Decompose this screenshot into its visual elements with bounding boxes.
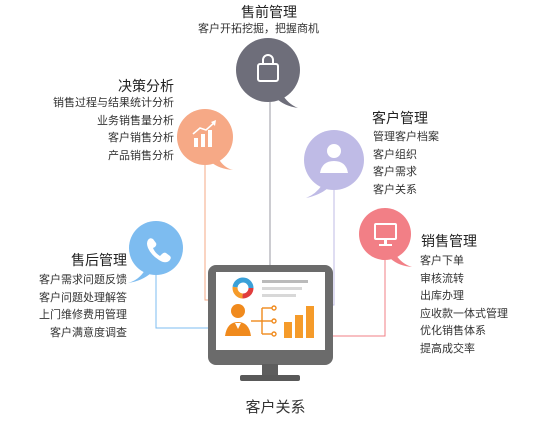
branch-graphic	[251, 305, 277, 337]
presale-item: 客户开拓挖掘，把握商机	[198, 22, 319, 35]
aftersale-item: 客户问题处理解答	[39, 290, 127, 304]
customer-item: 客户组织	[373, 147, 417, 161]
sales-item: 审核流转	[420, 271, 464, 285]
decision-list: 销售过程与结果统计分析 业务销售量分析 客户销售分析 产品销售分析	[0, 94, 174, 164]
sales-bubble	[359, 208, 412, 267]
monitor-icon	[374, 223, 397, 246]
customer-list: 管理客户档案 客户组织 客户需求 客户关系	[373, 128, 439, 198]
customer-item: 客户需求	[373, 165, 417, 178]
aftersale-item: 客户满意度调查	[50, 325, 127, 339]
sales-title: 销售管理	[421, 234, 477, 250]
person-graphic	[225, 304, 251, 336]
sales-item: 出库办理	[420, 289, 464, 302]
sales-item: 应收款一体式管理	[420, 306, 508, 320]
presale-bubble	[236, 38, 300, 108]
sales-item: 客户下单	[420, 254, 464, 267]
user-icon	[320, 144, 348, 173]
bar-chart-icon	[192, 120, 216, 147]
customer-item: 管理客户档案	[373, 130, 439, 143]
decision-bubble	[177, 109, 233, 170]
donut-chart-graphic	[232, 277, 254, 299]
decision-item: 销售过程与结果统计分析	[53, 96, 174, 109]
bar-graphic	[284, 306, 314, 338]
aftersale-item: 上门维修费用管理	[39, 308, 127, 321]
decision-item: 客户销售分析	[108, 131, 174, 144]
sales-item: 提高成交率	[420, 341, 475, 355]
decision-item: 业务销售量分析	[97, 113, 174, 127]
shopping-bag-icon	[257, 54, 279, 82]
aftersale-connector	[155, 272, 210, 329]
decision-item: 产品销售分析	[108, 148, 174, 162]
aftersale-title: 售后管理	[71, 253, 127, 269]
sales-list: 客户下单 审核流转 出库办理 应收款一体式管理 优化销售体系 提高成交率	[420, 252, 508, 357]
aftersale-list: 客户需求问题反馈 客户问题处理解答 上门维修费用管理 客户满意度调查	[0, 271, 127, 341]
customer-item: 客户关系	[373, 182, 417, 196]
aftersale-item: 客户需求问题反馈	[39, 273, 127, 286]
center-label: 客户关系	[245, 398, 306, 416]
computer-monitor	[208, 265, 333, 381]
presale-title: 售前管理	[241, 5, 297, 21]
decision-title: 决策分析	[118, 79, 174, 95]
customer-bubble	[304, 130, 364, 198]
customer-title: 客户管理	[372, 111, 428, 127]
sales-connector	[330, 256, 386, 337]
sales-item: 优化销售体系	[420, 324, 486, 337]
aftersale-bubble	[128, 221, 183, 283]
phone-icon	[147, 238, 171, 263]
